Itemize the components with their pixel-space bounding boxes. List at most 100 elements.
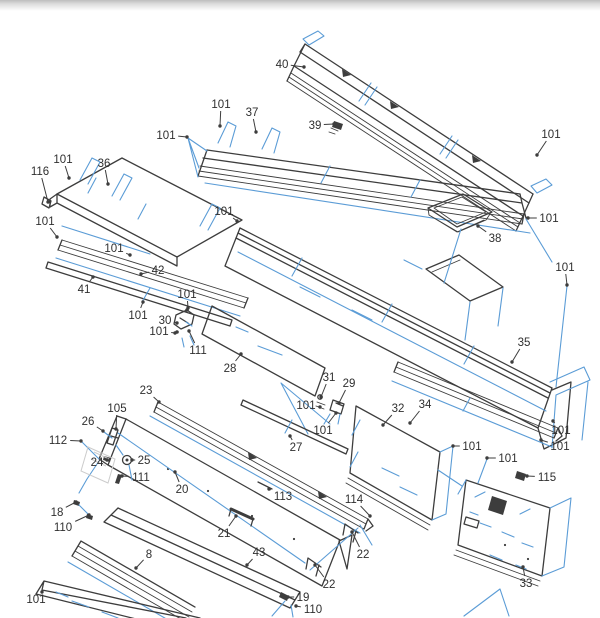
label-anchor-dot: [87, 513, 91, 517]
part-label: 18: [51, 500, 78, 519]
part-number-label: 101: [555, 262, 574, 274]
part-number-label: 26: [82, 416, 95, 428]
part-number-label: 101: [211, 99, 230, 111]
part-number-label: 110: [304, 604, 322, 616]
label-anchor-dot: [368, 514, 372, 518]
label-anchor-dot: [106, 182, 110, 186]
label-leader-line: [536, 140, 547, 156]
part-28-panel: [201, 305, 331, 435]
part-label: 19: [286, 592, 309, 604]
part-label: 101: [26, 590, 46, 606]
part-number-label: 112: [49, 435, 67, 447]
part-number-label: 28: [224, 363, 237, 375]
part-label: 101: [555, 262, 575, 287]
part-number-label: 101: [296, 400, 315, 412]
part-8-rail: [67, 540, 196, 618]
label-anchor-dot: [141, 300, 145, 304]
part-21-handle: [228, 507, 255, 527]
part-label: 36: [98, 158, 110, 186]
label-leader-line: [565, 273, 568, 286]
part-number-label: 111: [132, 472, 149, 484]
label-anchor-dot: [350, 530, 354, 534]
label-anchor-dot: [55, 235, 59, 239]
part-27-rail: [240, 399, 349, 455]
label-anchor-dot: [67, 176, 71, 180]
label-anchor-dot: [130, 458, 134, 462]
part-number-label: 27: [290, 442, 303, 454]
label-anchor-dot: [114, 427, 118, 431]
part-label: 113: [267, 487, 292, 503]
part-number-label: 31: [323, 372, 336, 384]
part-label: 111: [120, 472, 150, 484]
part-20-panel: [98, 415, 341, 587]
label-leader-line: [188, 330, 196, 344]
part-label: 110: [54, 513, 91, 534]
part-number-label: 43: [253, 547, 266, 559]
label-anchor-dot: [381, 423, 385, 427]
part-number-label: 101: [104, 243, 123, 255]
label-anchor-dot: [286, 595, 290, 599]
part-label: 101: [485, 453, 518, 465]
part-number-label: 35: [518, 337, 531, 349]
label-anchor-dot: [235, 219, 239, 223]
part-number-label: 115: [538, 472, 556, 484]
label-leader-line: [327, 412, 337, 424]
part-label: 28: [224, 352, 243, 375]
part-38-tray: [427, 193, 493, 233]
part-number-label: 101: [156, 130, 175, 142]
part-label: 114: [345, 494, 372, 518]
part-number-label: 25: [138, 455, 151, 467]
label-leader-line: [219, 110, 222, 127]
part-37-beam: [187, 121, 531, 234]
label-anchor-dot: [74, 500, 78, 504]
label-anchor-dot: [234, 514, 238, 518]
part-number-label: 39: [309, 120, 322, 132]
part-label: 22: [350, 530, 369, 561]
part-32-panel: [345, 405, 454, 531]
label-anchor-dot: [157, 400, 161, 404]
label-anchor-dot: [40, 590, 44, 594]
part-33-panel: [453, 458, 572, 587]
label-leader-line: [64, 165, 70, 179]
part-number-label: 101: [128, 310, 147, 322]
label-anchor-dot: [319, 395, 323, 399]
part-number-label: 114: [345, 494, 364, 506]
part-number-label: 101: [149, 326, 168, 338]
part-label: 101: [104, 243, 132, 257]
label-anchor-dot: [510, 360, 514, 364]
part-number-label: 110: [54, 522, 72, 534]
part-number-label: 32: [392, 403, 405, 415]
part-label: 31: [319, 372, 335, 399]
label-anchor-dot: [105, 458, 109, 462]
part-number-label: 116: [31, 166, 49, 178]
part-label: 101: [156, 130, 189, 142]
part-label: 105: [107, 403, 127, 431]
part-label: 101: [128, 300, 148, 322]
label-anchor-dot: [245, 563, 249, 567]
part-23-rail: [149, 401, 374, 543]
part-number-label: 22: [323, 579, 336, 591]
part-number-label: 101: [313, 425, 332, 437]
label-leader-line: [49, 227, 58, 238]
label-leader-line: [382, 414, 393, 426]
label-leader-line: [290, 64, 305, 68]
part-35-shelf: [224, 227, 591, 450]
label-anchor-dot: [551, 419, 555, 423]
part-label: 42: [139, 265, 164, 277]
part-34-rail: [391, 361, 563, 448]
label-leader-line: [314, 564, 325, 578]
label-anchor-dot: [173, 470, 177, 474]
label-anchor-dot: [485, 456, 489, 460]
label-anchor-dot: [254, 130, 258, 134]
label-anchor-dot: [294, 604, 298, 608]
label-anchor-dot: [526, 216, 530, 220]
label-leader-line: [323, 123, 335, 126]
part-label: 23: [140, 385, 161, 404]
label-anchor-dot: [334, 411, 338, 415]
label-leader-line: [360, 505, 371, 517]
label-leader-line: [115, 414, 118, 430]
label-leader-line: [351, 531, 360, 548]
label-anchor-dot: [565, 283, 569, 287]
part-label: 101: [451, 441, 482, 453]
